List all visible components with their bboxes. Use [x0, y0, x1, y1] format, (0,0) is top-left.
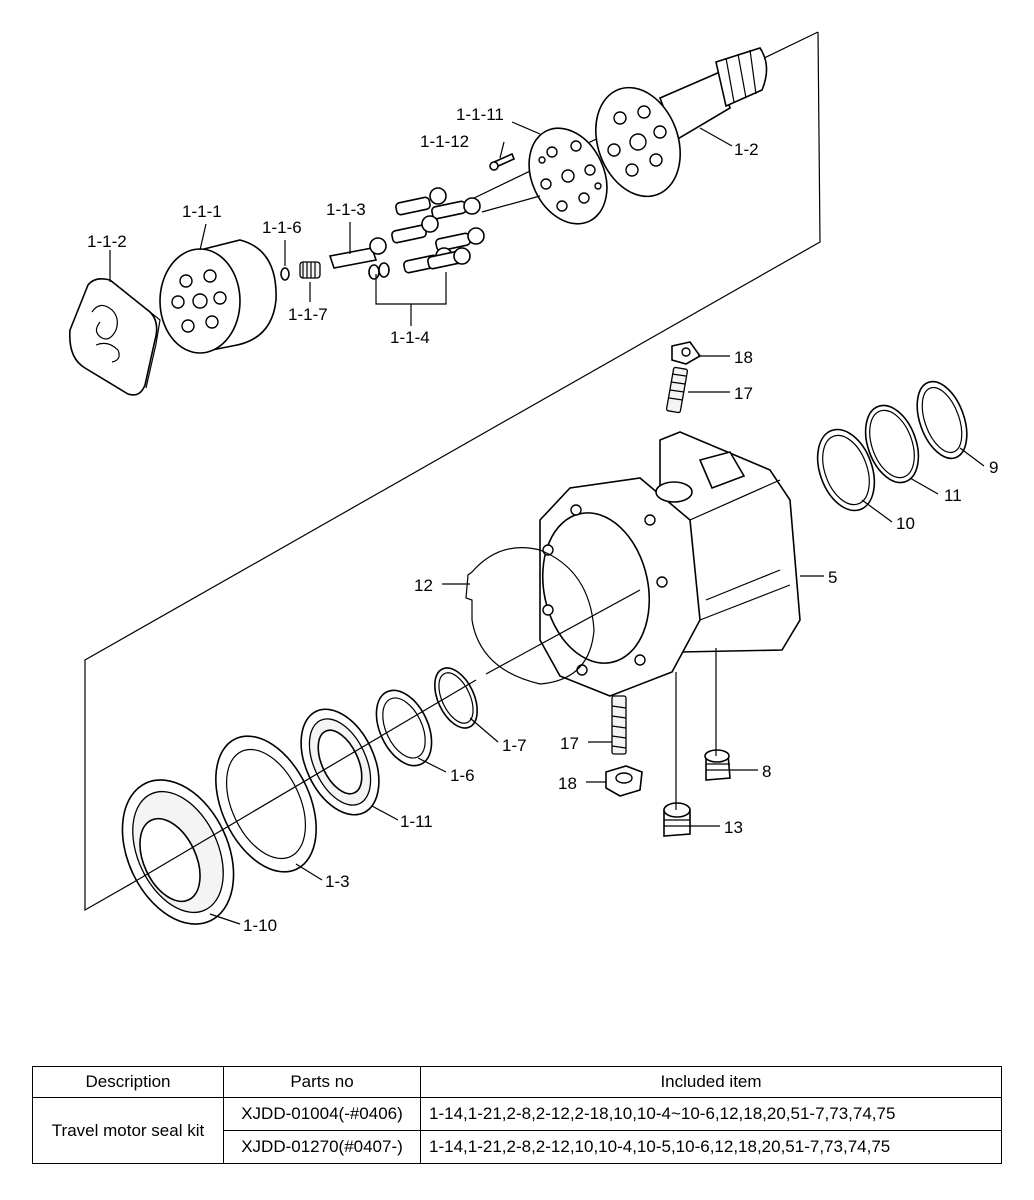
label-10: 10 — [896, 514, 915, 533]
part-1-7-snap-ring — [434, 667, 478, 729]
part-number-cell: XJDD-01004(-#0406) — [223, 1097, 421, 1131]
kit-description: Travel motor seal kit — [32, 1097, 224, 1164]
part-17-top-screw — [665, 366, 689, 414]
label-1-1-2: 1-1-2 — [87, 232, 127, 251]
label-1-3: 1-3 — [325, 872, 350, 891]
part-11-ring — [864, 404, 920, 484]
label-9: 9 — [989, 458, 998, 477]
part-17-bottom-screw — [611, 695, 627, 755]
label-5: 5 — [828, 568, 837, 587]
included-items-cell: 1-14,1-21,2-8,2-12,2-18,10,10-4~10-6,12,… — [420, 1097, 1002, 1131]
label-1-1-1: 1-1-1 — [182, 202, 222, 221]
label-1-11: 1-11 — [400, 812, 433, 831]
label-1-10: 1-10 — [243, 916, 277, 935]
header-description: Description — [32, 1066, 224, 1098]
part-5-motor-housing — [539, 431, 801, 697]
seal-kit-table: Description Parts no Included item Trave… — [32, 1066, 1002, 1164]
label-13: 13 — [724, 818, 743, 837]
leader-lines — [109, 121, 985, 925]
included-items-cell: 1-14,1-21,2-8,2-12,10,10-4,10-5,10-6,12,… — [420, 1130, 1002, 1164]
part-number-cell: XJDD-01270(#0407-) — [223, 1130, 421, 1164]
part-12-seal — [465, 547, 595, 685]
label-1-6: 1-6 — [450, 766, 475, 785]
label-1-1-11: 1-1-11 — [456, 105, 504, 124]
label-1-1-12: 1-1-12 — [420, 132, 469, 151]
table-row: Travel motor seal kit XJDD-01004(-#0406)… — [32, 1097, 1002, 1164]
label-11: 11 — [944, 486, 962, 505]
part-1-2-drive-shaft — [595, 47, 768, 198]
part-1-1-2-valve-plate — [68, 278, 161, 396]
label-12: 12 — [414, 576, 433, 595]
part-1-1-3-pin — [328, 237, 387, 269]
label-17-bottom: 17 — [560, 734, 579, 753]
assembly-frame — [84, 31, 821, 912]
label-18-bottom: 18 — [558, 774, 577, 793]
part-8-plug — [704, 749, 731, 781]
part-1-1-7-spring — [299, 261, 321, 279]
label-1-1-4: 1-1-4 — [390, 328, 430, 347]
label-1-2: 1-2 — [734, 140, 759, 159]
exploded-parts-diagram: 1-1-11 1-1-12 1-2 1-1-1 1-1-6 1-1-3 1-1-… — [68, 31, 998, 935]
table-header-row: Description Parts no Included item — [32, 1066, 1002, 1098]
part-18-bottom-plug — [605, 765, 643, 797]
table-row: XJDD-01270(#0407-) 1-14,1-21,2-8,2-12,10… — [33, 1130, 1002, 1164]
part-9-snap-ring — [916, 380, 968, 460]
part-1-1-6-washer — [280, 267, 290, 281]
part-10-ring — [816, 428, 876, 512]
part-1-1-4-pistons — [368, 187, 485, 280]
header-parts-no: Parts no — [223, 1066, 421, 1098]
part-1-1-11-retainer-plate — [528, 127, 608, 225]
header-included-item: Included item — [420, 1066, 1002, 1098]
part-1-1-1-cylinder-block — [159, 239, 277, 354]
label-1-1-6: 1-1-6 — [262, 218, 302, 237]
label-17-top: 17 — [734, 384, 753, 403]
part-1-6-ring — [375, 689, 433, 767]
label-1-1-3: 1-1-3 — [326, 200, 366, 219]
label-18-top: 18 — [734, 348, 753, 367]
label-1-1-7: 1-1-7 — [288, 305, 328, 324]
part-1-1-12-screw — [489, 152, 516, 171]
part-18-top-plug — [671, 341, 702, 365]
part-13-plug — [663, 802, 691, 837]
label-8: 8 — [762, 762, 771, 781]
part-1-11-bearing — [300, 708, 380, 816]
label-1-7: 1-7 — [502, 736, 527, 755]
part-1-10-bearing — [121, 779, 235, 925]
